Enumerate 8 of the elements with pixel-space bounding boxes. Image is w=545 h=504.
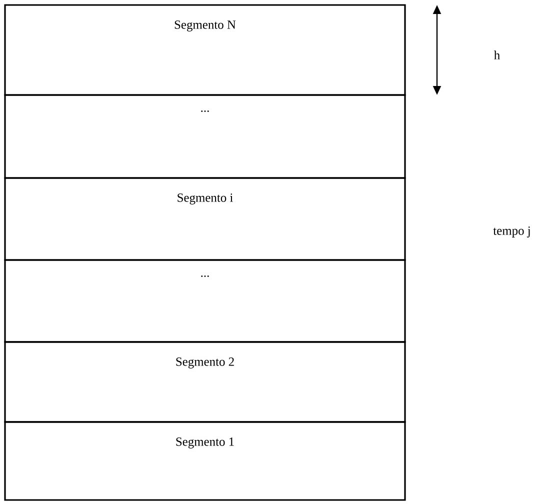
- segment-box: ...: [4, 259, 406, 343]
- segment-box: Segmento N: [4, 4, 406, 96]
- segment-box: Segmento 1: [4, 421, 406, 501]
- label: h: [494, 50, 500, 60]
- segment-box: Segmento 2: [4, 341, 406, 423]
- segment-box: Segmento i: [4, 177, 406, 261]
- segment-box: ...: [4, 94, 406, 179]
- label: tempo j: [493, 226, 530, 238]
